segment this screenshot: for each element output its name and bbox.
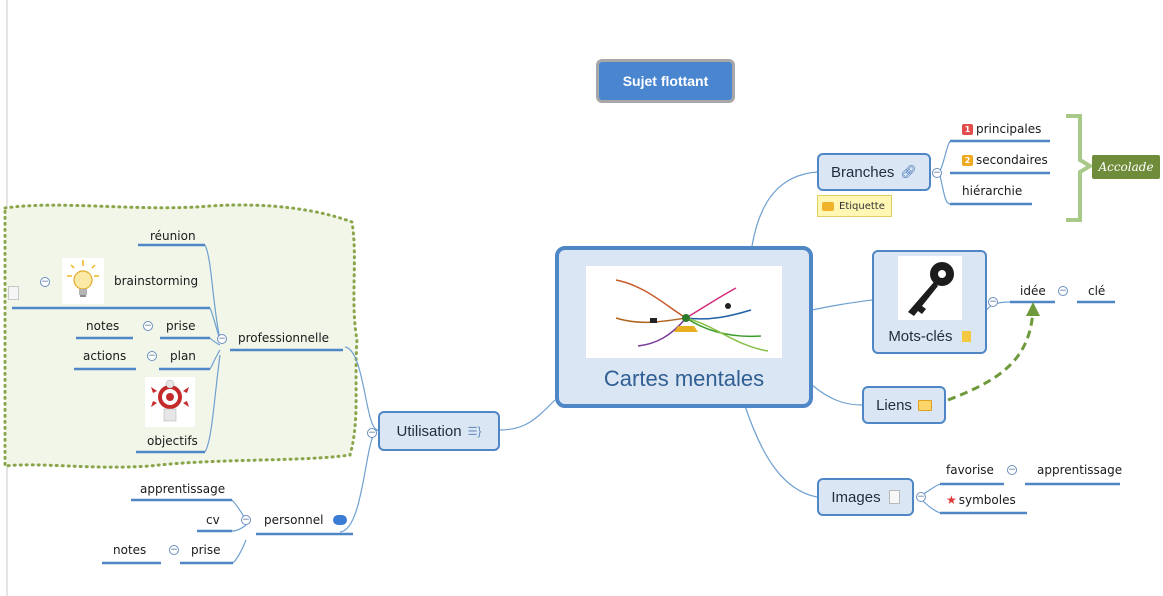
priority-1-icon: 1 [962,124,973,135]
central-topic[interactable]: Cartes mentales [555,246,813,408]
notes-list-icon: ☰ [467,425,478,438]
keywords-node[interactable]: Mots-clés [872,250,987,354]
pro-actions[interactable]: actions [83,349,127,363]
branch-hierarchie[interactable]: hiérarchie [962,184,1023,198]
lightbulb-icon [62,258,104,304]
target-objectives-icon [145,377,195,427]
collapse-keywords-icon[interactable]: − [988,297,998,307]
personnel-node[interactable]: personnel [264,513,348,527]
star-icon: ★ [946,493,957,507]
arrow-head-icon [1026,302,1040,316]
note-icon [888,490,900,504]
collapse-pro-icon[interactable]: − [217,334,227,344]
link-icon: 🔗︎ [900,164,917,179]
links-node[interactable]: Liens [862,386,946,424]
branches-node[interactable]: Branches 🔗︎ [817,153,931,191]
accolade-label[interactable]: Accolade [1092,155,1160,179]
connector-central-images [744,405,818,498]
collapse-idee-icon[interactable]: − [1058,286,1068,296]
tag-icon [822,201,834,211]
collapse-favorise-icon[interactable]: − [1007,465,1017,475]
collapse-personnel-icon[interactable]: − [241,515,251,525]
images-label: Images [831,488,881,506]
branches-label: Branches [831,163,895,181]
note-icon [961,331,971,342]
pro-brainstorming[interactable]: brainstorming [114,274,199,288]
collapse-images-icon[interactable]: − [916,492,926,502]
perso-cv[interactable]: cv [206,513,220,527]
floating-topic[interactable]: Sujet flottant [596,59,735,103]
collapse-actions-icon[interactable]: − [147,351,157,361]
relationship-arrow[interactable] [947,309,1035,402]
collapse-notes-icon[interactable]: − [143,321,153,331]
utilisation-label: Utilisation [396,422,462,440]
pro-plan[interactable]: plan [170,349,196,363]
perso-notes[interactable]: notes [113,543,147,557]
note-icon [8,286,19,300]
etiquette-tag[interactable]: Etiquette [817,195,892,217]
keyword-cle[interactable]: clé [1088,284,1106,298]
principales-label: principales [976,122,1042,136]
folder-icon [917,399,932,411]
pro-node[interactable]: professionnelle [238,331,330,345]
image-favorise[interactable]: favorise [946,463,994,477]
symboles-label: symboles [958,493,1016,507]
keywords-label: Mots-clés [888,328,953,345]
key-icon [897,256,962,320]
keyword-idee[interactable]: idée [1020,284,1046,298]
mindmap-thumbnail-icon [586,266,782,358]
underline-nodes [12,139,1120,565]
links-label: Liens [876,396,912,414]
image-symboles[interactable]: ★symboles [946,493,1016,507]
secondaires-label: secondaires [976,153,1048,167]
collapse-utilisation-icon[interactable]: − [367,428,377,438]
perso-prise[interactable]: prise [191,543,221,557]
brace-icon: } [477,424,482,438]
pro-notes[interactable]: notes [86,319,120,333]
central-title: Cartes mentales [603,366,765,391]
comment-icon [333,515,348,525]
connector-utilisation-pro [344,346,379,431]
pro-objectifs[interactable]: objectifs [147,434,198,448]
personnel-label: personnel [264,513,324,527]
pro-reunion[interactable]: réunion [150,229,196,243]
collapse-branches-icon[interactable]: − [932,168,942,178]
connector-central-branches [751,171,818,247]
etiquette-label: Etiquette [839,200,885,212]
collapse-brainstorm-icon[interactable]: − [40,277,50,287]
images-node[interactable]: Images [817,478,914,516]
connector-central-links [811,384,863,406]
accolade-brace [1066,114,1094,222]
collapse-perso-notes-icon[interactable]: − [169,545,179,555]
priority-2-icon: 2 [962,155,973,166]
utilisation-node[interactable]: Utilisation ☰ } [378,411,500,451]
connector-central-utilisation [499,399,556,431]
connector-central-keywords [811,299,873,311]
pro-prise[interactable]: prise [166,319,196,333]
image-apprentissage[interactable]: apprentissage [1037,463,1123,477]
perso-apprentissage[interactable]: apprentissage [140,482,226,496]
